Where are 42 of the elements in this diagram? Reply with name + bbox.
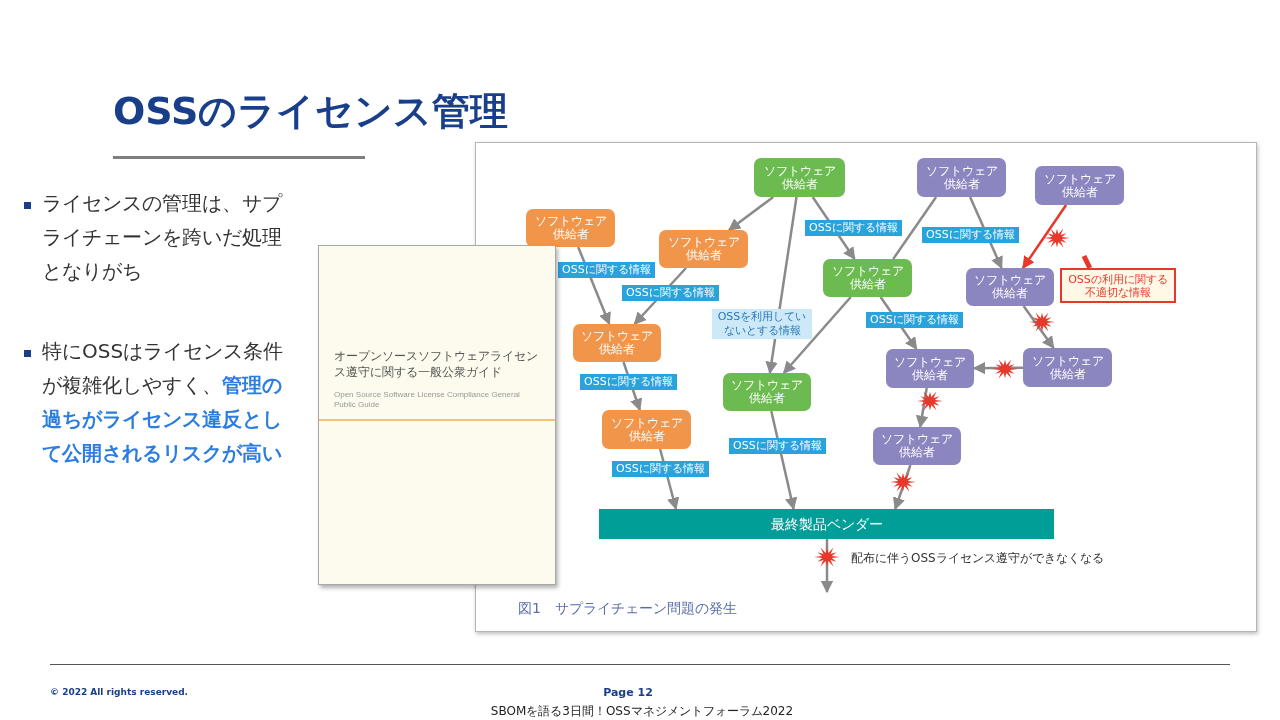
edge-label: OSSに関する情報: [866, 312, 963, 328]
slide-title: OSSのライセンス管理: [113, 88, 509, 135]
bullet-text: ライセンスの管理は、サプライチェーンを跨いだ処理となりがち: [42, 190, 284, 285]
supplier-box: ソフトウェア供給者: [966, 268, 1054, 306]
footer-event: SBOMを語る3日間！OSSマネジメントフォーラム2022: [490, 703, 794, 720]
arrow: [782, 296, 852, 374]
vendor-bar: 最終製品ベンダー: [599, 509, 1054, 539]
arrow: [972, 361, 1023, 375]
arrow: [770, 410, 798, 511]
arrow: [1021, 204, 1068, 270]
supplier-box: ソフトウェア供給者: [723, 373, 811, 411]
edge-label: OSSに関する情報: [729, 438, 826, 454]
supplier-box: ソフトウェア供給者: [1023, 348, 1112, 387]
cover-title: オープンソースソフトウェアライセンス遵守に関する一般公衆ガイド: [334, 348, 539, 380]
arrow: [892, 464, 912, 511]
supplier-box: ソフトウェア供給者: [886, 349, 974, 388]
edge-label: OSSに関する情報: [922, 227, 1019, 243]
supplier-box: ソフトウェア供給者: [917, 158, 1006, 197]
callout-box: OSSの利用に関する不適切な情報: [1060, 268, 1176, 303]
edge-label: OSSに関する情報: [612, 461, 709, 477]
cover-subtitle: Open Source Software License Compliance General Public Guide: [334, 390, 521, 410]
arrow: [1022, 305, 1055, 349]
page-number: Page 12: [603, 686, 653, 699]
supplier-box: ソフトウェア供給者: [1035, 166, 1124, 205]
edge-label: OSSを利用していないとする情報: [712, 309, 812, 339]
bullet-text: 特にOSSはライセンス条件が複雑化しやすく、管理の過ちがライセンス違反として公開されるリスクが高い: [42, 338, 285, 467]
arrow: [915, 387, 929, 429]
figure-caption: 図1 サプライチェーン問題の発生: [518, 600, 737, 618]
supplier-box: ソフトウェア供給者: [573, 324, 661, 362]
copyright-note: © 2022 All rights reserved.: [50, 687, 189, 697]
arrow: [728, 196, 775, 231]
edge-label: OSSに関する情報: [805, 220, 902, 236]
supplier-box: ソフトウェア供給者: [873, 427, 961, 465]
edge-label: OSSに関する情報: [558, 262, 655, 278]
supplier-box: ソフトウェア供給者: [659, 230, 748, 268]
consequence-note: 配布に伴うOSSライセンス遵守ができなくなる: [851, 550, 1104, 567]
supplier-box: ソフトウェア供給者: [823, 259, 912, 297]
edge-label: OSSに関する情報: [580, 374, 677, 390]
supplier-box: ソフトウェア供給者: [602, 410, 691, 449]
supplier-box: ソフトウェア供給者: [526, 209, 615, 247]
supplier-box: ソフトウェア供給者: [754, 158, 845, 197]
edge-label: OSSに関する情報: [622, 285, 719, 301]
